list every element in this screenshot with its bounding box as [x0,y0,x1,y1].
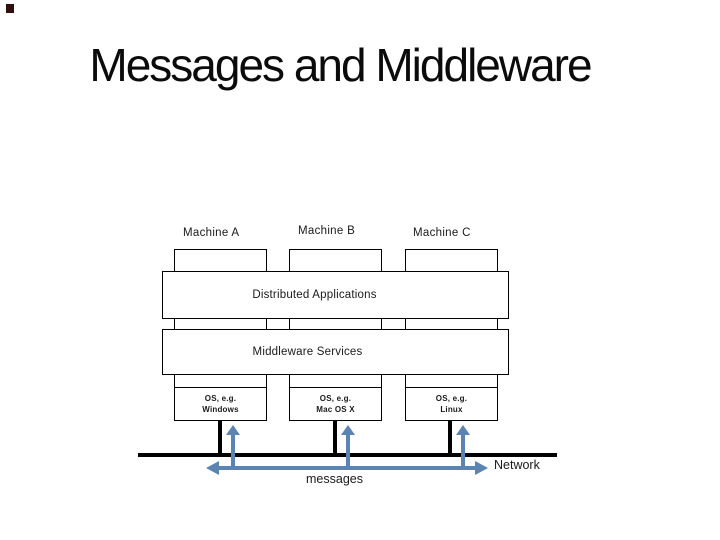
os-macosx-box: OS, e.g. Mac OS X [289,387,382,421]
distributed-applications-box: Distributed Applications [162,271,509,319]
arrowhead-right-icon [475,461,488,475]
os-linux-box: OS, e.g. Linux [405,387,498,421]
os-macosx-line2: Mac OS X [316,405,355,414]
os-linux-line1: OS, e.g. [435,394,468,403]
middleware-services-label: Middleware Services [252,346,363,358]
os-windows-box: OS, e.g. Windows [174,387,267,421]
machine-c-label: Machine C [413,227,471,239]
arrowhead-left-icon [206,461,219,475]
distributed-applications-label: Distributed Applications [252,289,377,301]
middleware-services-box: Middleware Services [162,329,509,375]
machine-b-label: Machine B [298,225,356,237]
machine-a-network-stem [218,420,222,455]
slide-title: Messages and Middleware [89,39,592,91]
machine-a-label: Machine A [183,227,240,239]
network-label: Network [494,458,540,472]
machine-a-message-arrow [231,434,235,470]
machine-b-message-arrow [346,434,350,470]
machine-b-network-stem [333,420,337,455]
os-windows-line2: Windows [202,405,239,414]
machine-c-network-stem [448,420,452,455]
arrowhead-up-b-icon [341,425,355,435]
arrowhead-up-a-icon [226,425,240,435]
os-windows-line1: OS, e.g. [204,394,237,403]
os-linux-line2: Linux [440,405,463,414]
os-macosx-line1: OS, e.g. [319,394,352,403]
arrowhead-up-c-icon [456,425,470,435]
machine-c-message-arrow [461,434,465,470]
messages-label: messages [306,472,363,486]
slide-corner-mark [6,4,14,13]
